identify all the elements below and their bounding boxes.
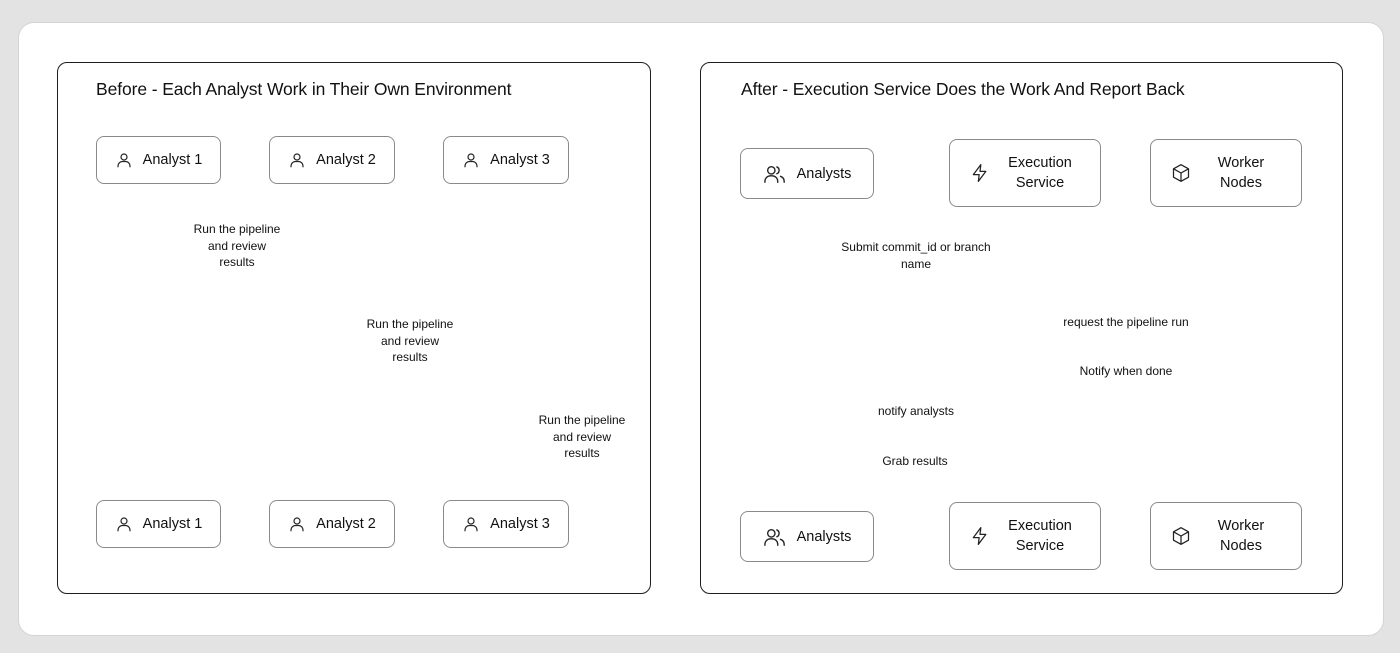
actor-label: Worker Nodes	[1217, 155, 1265, 191]
actor-label: Analyst 3	[490, 152, 550, 168]
actor-label: Execution Service	[1008, 155, 1072, 191]
actor-analyst-2-top: Analyst 2	[269, 136, 395, 184]
zap-icon	[970, 162, 990, 184]
actor-worker-nodes-bottom: Worker Nodes	[1150, 502, 1302, 570]
actor-label: Analyst 1	[142, 152, 203, 168]
user-icon	[115, 151, 133, 169]
actor-label: Analyst 2	[316, 516, 376, 532]
message-label: Notify when done	[1072, 363, 1180, 380]
actor-execution-service-top: Execution Service	[949, 139, 1101, 207]
user-icon	[115, 515, 133, 533]
message-label: Run the pipeline and review results	[365, 316, 455, 366]
user-icon	[288, 151, 306, 169]
users-icon	[763, 163, 787, 185]
actor-analyst-1-top: Analyst 1	[96, 136, 221, 184]
box-icon	[1171, 526, 1191, 546]
actor-analyst-2-bottom: Analyst 2	[269, 500, 395, 548]
actor-label: Execution Service	[1008, 518, 1072, 554]
user-icon	[462, 515, 480, 533]
actor-label: Analyst 1	[142, 516, 203, 532]
zap-icon	[970, 525, 990, 547]
actor-execution-service-bottom: Execution Service	[949, 502, 1101, 570]
actor-analysts-bottom: Analysts	[740, 511, 874, 562]
users-icon	[763, 526, 787, 548]
message-label: Submit commit_id or branch name	[832, 239, 1000, 272]
before-title: Before - Each Analyst Work in Their Own …	[96, 79, 512, 99]
message-label: notify analysts	[872, 403, 960, 420]
actor-label: Worker Nodes	[1217, 518, 1265, 554]
after-title: After - Execution Service Does the Work …	[741, 79, 1185, 99]
actor-label: Analysts	[796, 528, 852, 545]
actor-analyst-3-bottom: Analyst 3	[443, 500, 569, 548]
message-label: request the pipeline run	[1058, 314, 1194, 331]
actor-label: Analyst 2	[316, 152, 376, 168]
message-label: Run the pipeline and review results	[537, 412, 627, 462]
actor-analysts-top: Analysts	[740, 148, 874, 199]
actor-worker-nodes-top: Worker Nodes	[1150, 139, 1302, 207]
message-label: Grab results	[876, 453, 954, 470]
actor-analyst-3-top: Analyst 3	[443, 136, 569, 184]
user-icon	[288, 515, 306, 533]
actor-label: Analyst 3	[490, 516, 550, 532]
box-icon	[1171, 163, 1191, 183]
actor-label: Analysts	[796, 165, 852, 182]
actor-analyst-1-bottom: Analyst 1	[96, 500, 221, 548]
message-label: Run the pipeline and review results	[192, 221, 282, 271]
user-icon	[462, 151, 480, 169]
